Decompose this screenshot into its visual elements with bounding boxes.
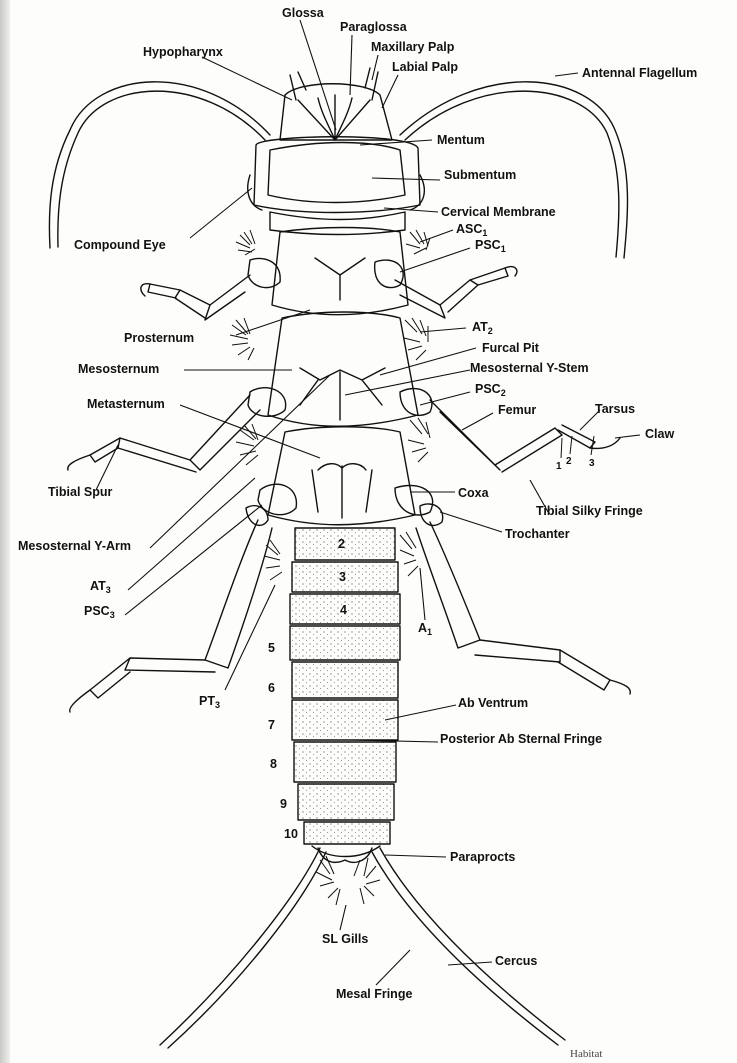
label-furcal-pit: Furcal Pit bbox=[482, 341, 539, 355]
tarsal-number: 1 bbox=[556, 461, 562, 472]
antenna-left bbox=[49, 82, 270, 248]
cercus-right bbox=[372, 848, 565, 1045]
label-femur: Femur bbox=[498, 403, 536, 417]
label-psc1: PSC1 bbox=[475, 238, 506, 252]
label-mesosternum: Mesosternum bbox=[78, 362, 159, 376]
pt3-tuft-left bbox=[264, 540, 282, 580]
label-a1: A1 bbox=[418, 621, 432, 635]
foreleg-left bbox=[141, 275, 250, 320]
at2-tuft-left bbox=[230, 318, 254, 360]
cercus-left bbox=[160, 848, 326, 1048]
label-coxa: Coxa bbox=[458, 486, 489, 500]
label-hypopharynx: Hypopharynx bbox=[143, 45, 223, 59]
asc1-tuft-right bbox=[406, 230, 430, 254]
label-at2: AT2 bbox=[472, 320, 493, 334]
page-corner-text: Habitat bbox=[570, 1048, 602, 1060]
segment-number: 9 bbox=[280, 797, 287, 811]
label-claw: Claw bbox=[645, 427, 674, 441]
label-maxillary-palp: Maxillary Palp bbox=[371, 40, 454, 54]
segment-number: 5 bbox=[268, 641, 275, 655]
label-at3: AT3 bbox=[90, 579, 111, 593]
label-tibial-spur: Tibial Spur bbox=[48, 485, 112, 499]
label-submentum: Submentum bbox=[444, 168, 516, 182]
label-compound-eye: Compound Eye bbox=[74, 238, 166, 252]
label-psc2: PSC2 bbox=[475, 382, 506, 396]
label-posterior-ab-sternal-fringe: Posterior Ab Sternal Fringe bbox=[440, 732, 602, 746]
label-cervical-membrane: Cervical Membrane bbox=[441, 205, 556, 219]
segment-number: 3 bbox=[339, 570, 346, 584]
label-prosternum: Prosternum bbox=[124, 331, 194, 345]
a1-tuft-right bbox=[400, 532, 418, 576]
label-labial-palp: Labial Palp bbox=[392, 60, 458, 74]
label-mesal-fringe: Mesal Fringe bbox=[336, 987, 412, 1001]
segment-number: 10 bbox=[284, 827, 298, 841]
label-tibial-silky-fringe: Tibial Silky Fringe bbox=[536, 504, 643, 518]
label-paraprocts: Paraprocts bbox=[450, 850, 515, 864]
label-tarsus: Tarsus bbox=[595, 402, 635, 416]
label-mesosternal-y-stem: Mesosternal Y-Stem bbox=[470, 361, 589, 375]
label-cercus: Cercus bbox=[495, 954, 537, 968]
mesothorax bbox=[248, 312, 432, 426]
label-psc3: PSC3 bbox=[84, 604, 115, 618]
tarsal-number: 3 bbox=[589, 458, 595, 469]
label-glossa: Glossa bbox=[282, 6, 324, 20]
segment-number: 7 bbox=[268, 718, 275, 732]
label-trochanter: Trochanter bbox=[505, 527, 570, 541]
label-sl-gills: SL Gills bbox=[322, 932, 368, 946]
at3-tuft-right bbox=[408, 418, 430, 462]
label-asc1: ASC1 bbox=[456, 222, 487, 236]
label-metasternum: Metasternum bbox=[87, 397, 165, 411]
hindleg-right bbox=[416, 522, 630, 694]
prothorax bbox=[248, 228, 408, 315]
label-antennal-flagellum: Antennal Flagellum bbox=[582, 66, 697, 80]
segment-number: 4 bbox=[340, 603, 347, 617]
label-pt3: PT3 bbox=[199, 694, 220, 708]
foreleg-right bbox=[395, 267, 517, 318]
at2-tuft-right bbox=[404, 318, 428, 360]
sl-gills-tuft bbox=[316, 856, 380, 905]
label-mesosternal-y-arm: Mesosternal Y-Arm bbox=[18, 539, 131, 553]
label-ab-ventrum: Ab Ventrum bbox=[458, 696, 528, 710]
segment-number: 6 bbox=[268, 681, 275, 695]
label-paraglossa: Paraglossa bbox=[340, 20, 407, 34]
segment-number: 8 bbox=[270, 757, 277, 771]
tarsal-number: 2 bbox=[566, 456, 572, 467]
segment-number: 2 bbox=[338, 537, 345, 551]
label-mentum: Mentum bbox=[437, 133, 485, 147]
asc1-tuft-left bbox=[236, 230, 255, 255]
